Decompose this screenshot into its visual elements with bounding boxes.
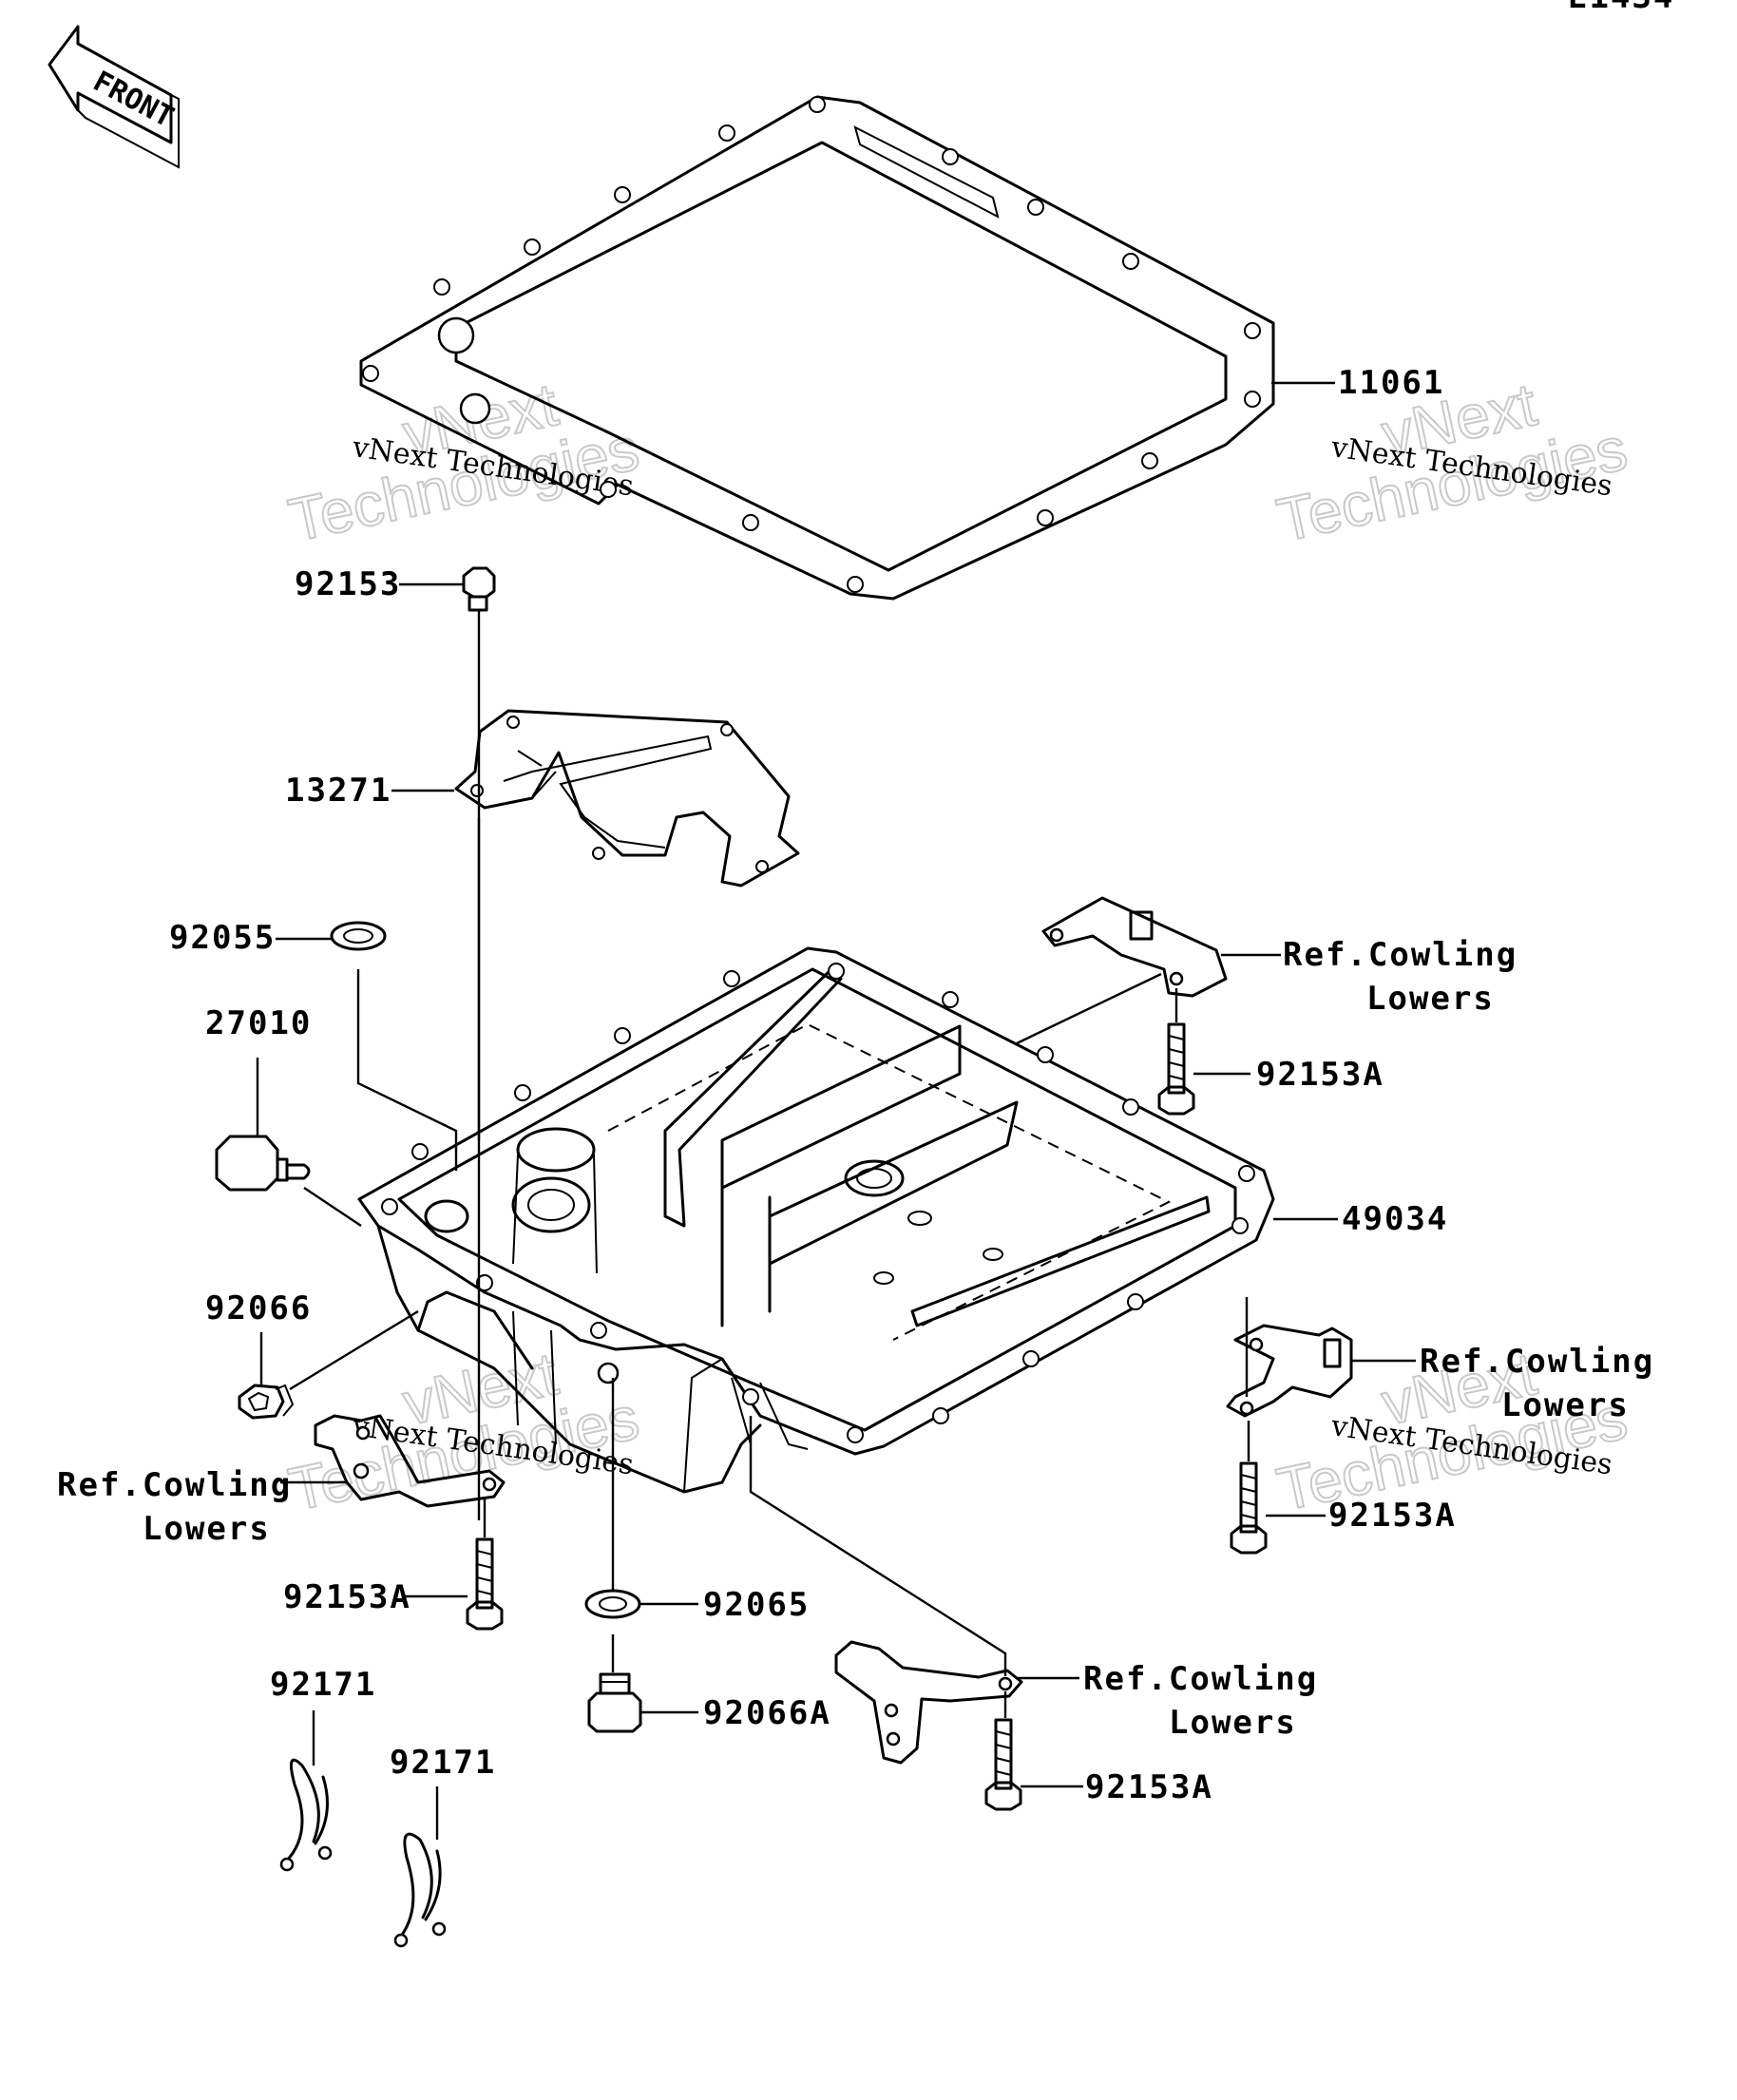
clamp-92171-1: [279, 1758, 333, 1872]
label-92153A-3: 92153A: [283, 1578, 411, 1616]
bolt-92153A-4: [984, 1718, 1022, 1811]
label-ref-cowling-right-2: Lowers: [1501, 1386, 1630, 1424]
plug-92066A: [587, 1672, 642, 1733]
bracket-ref-cowling-bottom: [834, 1640, 1023, 1765]
label-27010: 27010: [205, 1004, 312, 1042]
plate-13271: [454, 709, 800, 888]
switch-27010: [215, 1135, 311, 1192]
bolt-92153A-1: [1157, 1022, 1195, 1116]
label-ref-cowling-top-1: Ref.Cowling: [1283, 936, 1517, 974]
label-ref-cowling-bottom-1: Ref.Cowling: [1083, 1660, 1318, 1698]
label-92065: 92065: [703, 1586, 810, 1624]
watermark-right-top: vNext Technologies vNext Technologies: [1270, 369, 1633, 555]
diagram-code: E1434: [1568, 0, 1674, 16]
label-92066: 92066: [205, 1289, 312, 1327]
label-92171-1: 92171: [270, 1666, 376, 1704]
plug-92066: [238, 1384, 295, 1420]
label-11061: 11061: [1338, 364, 1444, 402]
leader-lines: [256, 381, 1416, 1840]
gasket-11061: [359, 95, 1275, 601]
label-ref-cowling-top-2: Lowers: [1366, 980, 1495, 1018]
washer-92055: [330, 921, 387, 951]
label-ref-cowling-bottom-2: Lowers: [1169, 1704, 1297, 1742]
bolt-92153A-2: [1230, 1461, 1268, 1555]
label-92153A-4: 92153A: [1085, 1768, 1213, 1806]
bolt-92153: [462, 566, 496, 612]
label-ref-cowling-right-1: Ref.Cowling: [1420, 1343, 1654, 1381]
label-92066A: 92066A: [703, 1694, 831, 1732]
label-92055: 92055: [169, 919, 276, 957]
bolt-92153A-3: [466, 1537, 504, 1631]
oil-pan-49034: [357, 946, 1275, 1494]
washer-92065: [584, 1589, 641, 1619]
label-13271: 13271: [285, 772, 391, 810]
label-ref-cowling-left-2: Lowers: [143, 1510, 271, 1548]
clamp-92171-2: [393, 1832, 447, 1948]
front-arrow-icon: FRONT: [48, 25, 180, 169]
label-92171-2: 92171: [390, 1744, 496, 1782]
bracket-ref-cowling-left: [314, 1414, 506, 1508]
bracket-ref-cowling-top: [1041, 896, 1228, 998]
label-92153A-2: 92153A: [1328, 1497, 1457, 1535]
bracket-ref-cowling-right: [1226, 1324, 1353, 1418]
label-49034: 49034: [1342, 1200, 1448, 1238]
label-92153: 92153: [295, 565, 401, 603]
label-ref-cowling-left-1: Ref.Cowling: [57, 1466, 292, 1504]
label-92153A-1: 92153A: [1256, 1056, 1384, 1094]
watermark-left-top: vNext Technologies vNext Technologies: [282, 369, 645, 555]
watermark-left-bottom: vNext Technologies vNext Technologies: [282, 1338, 645, 1524]
